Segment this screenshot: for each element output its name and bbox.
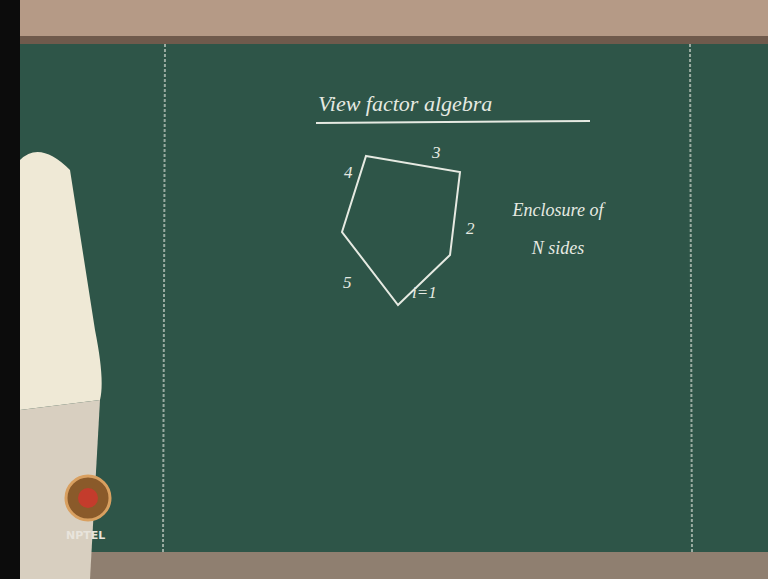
side-number: 5 [343,274,352,293]
lecturer-shirt [20,152,102,410]
left-edge [0,0,20,579]
top-frame [0,0,768,40]
board-note: Enclosure of N sides [508,192,608,268]
board-divider [163,44,165,552]
logo-text: NPTEL [66,530,105,542]
side-number: i=1 [412,284,437,303]
board-title: View factor algebra [318,92,492,116]
side-number: 3 [432,144,441,163]
bottom-frame [0,552,768,579]
frame-edge [0,36,768,44]
nptel-logo [66,476,110,520]
board-divider [690,44,692,552]
pentagon-enclosure [342,156,460,305]
title-underline [316,121,590,123]
lecturer-body [20,400,100,579]
side-number: 2 [466,220,475,239]
nptel-logo-center [78,488,98,508]
side-number: 4 [344,164,353,183]
